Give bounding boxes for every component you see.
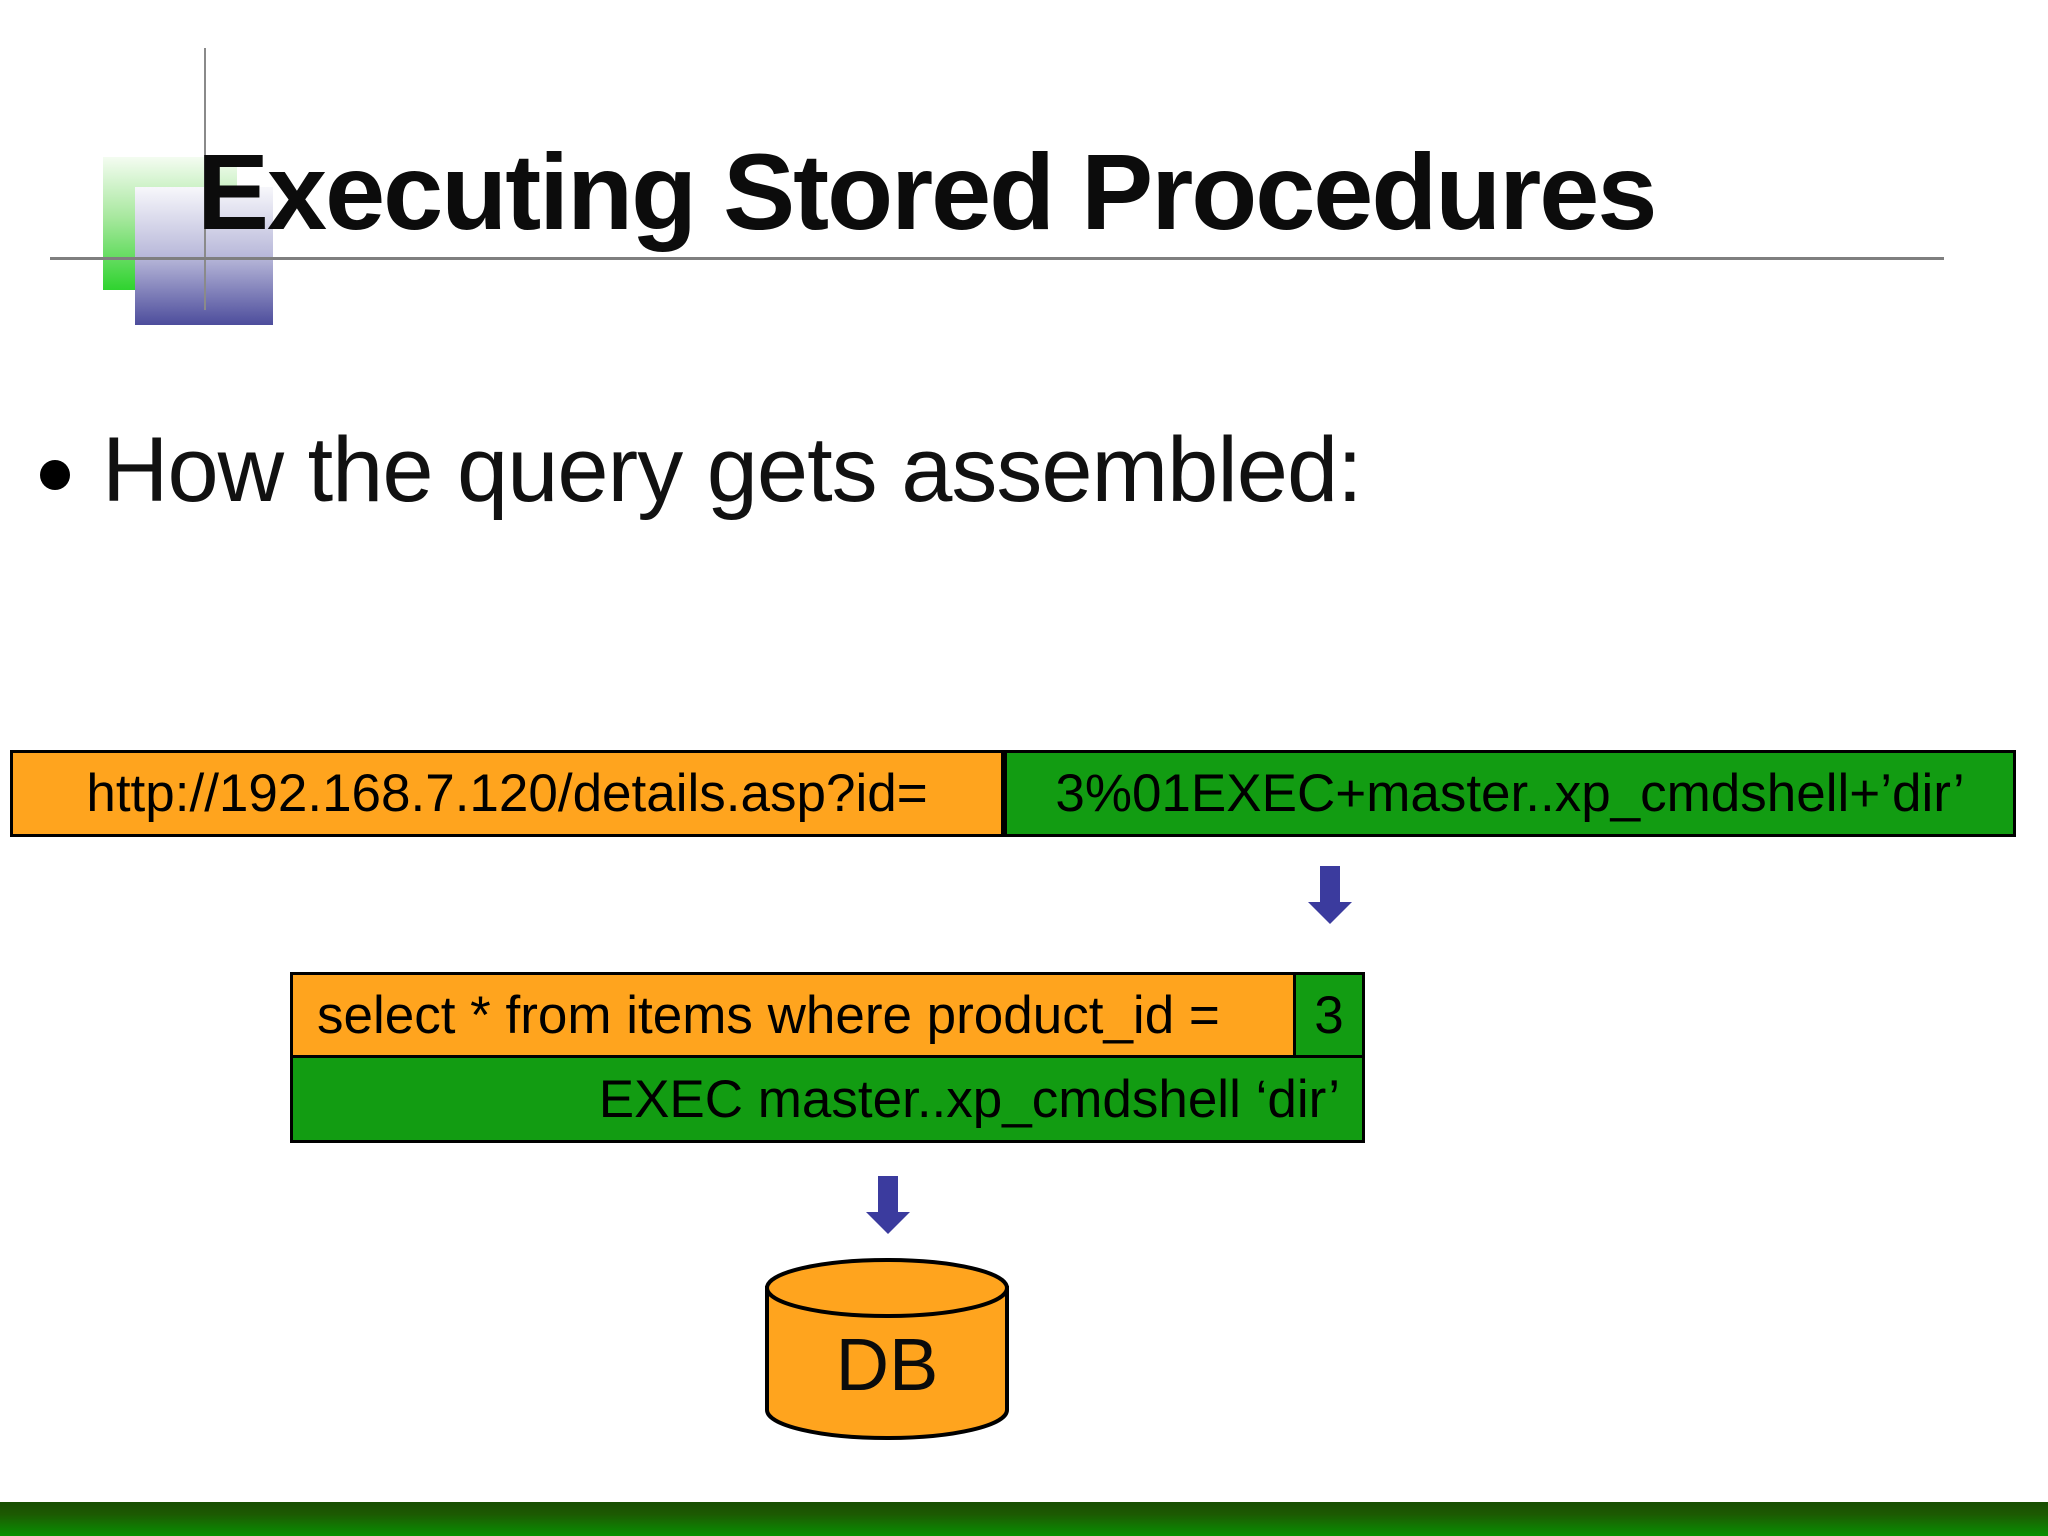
injected-payload-box: 3%01EXEC+master..xp_cmdshell+’dir’ — [1004, 750, 2016, 837]
title-underline — [50, 257, 1944, 260]
page-title: Executing Stored Procedures — [197, 131, 1657, 252]
down-arrow-icon — [1308, 866, 1352, 924]
injected-sql-box: EXEC master..xp_cmdshell ‘dir’ — [290, 1055, 1365, 1143]
query-value-box: 3 — [1293, 972, 1365, 1058]
bullet-text: How the query gets assembled: — [102, 419, 1363, 521]
url-box: http://192.168.7.120/details.asp?id= — [10, 750, 1004, 837]
db-label: DB — [836, 1323, 939, 1406]
footer-bar — [0, 1502, 2048, 1536]
query-box: select * from items where product_id = — [290, 972, 1296, 1058]
decor-vertical-line — [204, 48, 206, 310]
db-cylinder: DB — [765, 1258, 1009, 1440]
bullet-dot — [40, 460, 70, 490]
down-arrow-icon — [866, 1176, 910, 1234]
